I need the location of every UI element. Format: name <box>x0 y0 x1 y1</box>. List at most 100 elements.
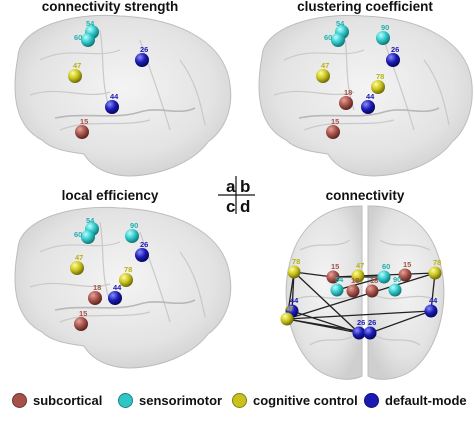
node-default-mode-44 <box>108 291 122 305</box>
node-label: 15 <box>331 262 339 271</box>
node-label: 54 <box>86 216 95 225</box>
node-label: 47 <box>73 61 81 70</box>
panel-a-title: connectivity strength <box>41 0 179 14</box>
node-cognitive-control-78 <box>428 266 442 280</box>
node-cognitive-control-78 <box>119 273 133 287</box>
node-label: 15 <box>403 260 411 269</box>
node-label: 54 <box>86 19 95 28</box>
node-sensorimotor-54 <box>330 283 344 297</box>
node-label: 90 <box>393 275 401 284</box>
right-hemisphere <box>367 205 445 380</box>
panel-d-title: connectivity <box>325 188 405 203</box>
node-label: 78 <box>376 72 384 81</box>
panel-tag-d: d <box>240 197 250 216</box>
node-label: 54 <box>336 19 345 28</box>
node-default-mode-44 <box>424 304 438 318</box>
node-label: 90 <box>130 221 138 230</box>
panel-tag-grid: a b c d <box>218 176 255 216</box>
node-subcortical-15 <box>326 125 340 139</box>
connection-edge <box>369 310 432 334</box>
node-label: 26 <box>140 240 148 249</box>
node-default-mode-26 <box>135 53 149 67</box>
node-label: 26 <box>357 318 365 327</box>
legend-item-cognitive-control: cognitive control <box>232 388 358 412</box>
legend-label: cognitive control <box>253 392 358 408</box>
node-label: 15 <box>79 309 87 318</box>
node-label: 18 <box>370 276 378 285</box>
node-sensorimotor-60 <box>81 230 95 244</box>
node-label: 44 <box>429 296 438 305</box>
panel-c-brain <box>14 206 232 369</box>
node-default-mode-44 <box>105 100 119 114</box>
node-default-mode-26 <box>135 248 149 262</box>
legend-label: default-mode <box>385 392 467 408</box>
legend-item-default-mode: default-mode <box>364 388 467 412</box>
node-cognitive-control-47 <box>70 261 84 275</box>
node-label: 54 <box>335 275 344 284</box>
node-sensorimotor-60 <box>377 270 391 284</box>
node-label: 60 <box>74 33 82 42</box>
node-sensorimotor-90 <box>125 229 139 243</box>
legend-label: subcortical <box>33 392 103 408</box>
legend-swatch <box>118 392 133 408</box>
node-label: 15 <box>331 117 339 126</box>
node-label: 47 <box>285 304 293 313</box>
node-default-mode-44 <box>361 100 375 114</box>
node-subcortical-15 <box>326 270 340 284</box>
node-label: 44 <box>290 296 299 305</box>
node-label: 18 <box>344 88 352 97</box>
legend-label: sensorimotor <box>139 392 223 408</box>
node-label: 78 <box>124 265 132 274</box>
node-label: 26 <box>368 318 376 327</box>
node-label: 26 <box>391 45 399 54</box>
brain-outline <box>258 14 473 177</box>
node-cognitive-control-78 <box>287 265 301 279</box>
node-subcortical-15 <box>74 317 88 331</box>
node-label: 47 <box>321 61 329 70</box>
connection-edge <box>293 271 360 334</box>
node-label: 44 <box>113 283 122 292</box>
legend-swatch <box>232 392 247 408</box>
node-subcortical-15 <box>398 268 412 282</box>
connection-edge <box>286 272 436 320</box>
node-label: 47 <box>356 261 364 270</box>
connection-edge <box>336 276 385 291</box>
node-cognitive-control-47 <box>280 312 294 326</box>
node-sensorimotor-90 <box>388 283 402 297</box>
node-subcortical-18 <box>339 96 353 110</box>
node-label: 60 <box>324 33 332 42</box>
connection-edge <box>293 271 334 278</box>
panel-tag-c: c <box>226 197 235 216</box>
node-subcortical-18 <box>346 284 360 298</box>
node-subcortical-18 <box>365 284 379 298</box>
panel-b-brain <box>258 14 473 177</box>
node-cognitive-control-47 <box>316 69 330 83</box>
node-label: 60 <box>382 262 390 271</box>
node-label: 44 <box>110 92 119 101</box>
node-default-mode-26 <box>386 53 400 67</box>
node-sensorimotor-60 <box>331 33 345 47</box>
panel-d-brain <box>285 205 445 380</box>
legend-swatch <box>12 392 27 408</box>
node-cognitive-control-47 <box>68 69 82 83</box>
legend-item-subcortical: subcortical <box>12 388 102 412</box>
node-subcortical-18 <box>88 291 102 305</box>
node-sensorimotor-90 <box>376 31 390 45</box>
node-label: 18 <box>351 276 359 285</box>
node-label: 90 <box>381 23 389 32</box>
node-label: 78 <box>433 258 441 267</box>
node-label: 60 <box>74 230 82 239</box>
panel-b-title: clustering coefficient <box>297 0 433 14</box>
panel-a-brain <box>14 14 232 177</box>
legend-item-sensorimotor: sensorimotor <box>118 388 222 412</box>
node-label: 18 <box>93 283 101 292</box>
legend: subcortical sensorimotor cognitive contr… <box>0 388 474 412</box>
panel-tag-a: a <box>226 177 236 196</box>
node-default-mode-26 <box>363 326 377 340</box>
panel-c-title: local efficiency <box>61 188 159 203</box>
node-label: 15 <box>80 117 88 126</box>
brain-outline <box>14 14 232 177</box>
node-cognitive-control-78 <box>371 80 385 94</box>
